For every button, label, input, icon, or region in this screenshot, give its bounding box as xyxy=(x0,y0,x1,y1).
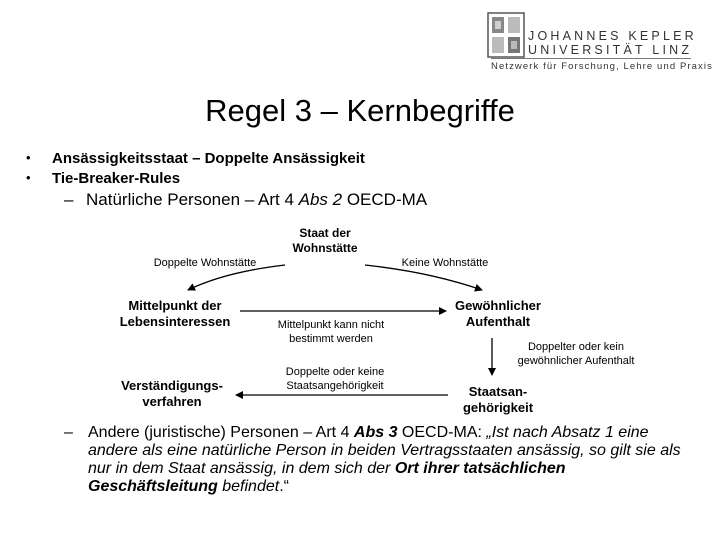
final-text-2: OECD-MA: xyxy=(397,424,487,441)
university-seal-icon xyxy=(487,12,525,58)
diagram-node-verstaendigung: Verständigungs-verfahren xyxy=(121,378,223,409)
sub-item-natural-persons: Natürliche Personen – Art 4 Abs 2 OECD-M… xyxy=(86,190,427,210)
final-quote: „Ist nach Absatz 1 eine andere als eine … xyxy=(88,424,681,477)
arrow-to-mittelpunkt xyxy=(187,264,286,291)
diagram-node-staatsangehoerigkeit: Staatsan-gehörigkeit xyxy=(462,384,534,415)
bullet-item-1: Ansässigkeitsstaat – Doppelte Ansässigke… xyxy=(52,150,365,167)
final-quote-end: befindet xyxy=(217,478,280,495)
sub-item-text: Natürliche Personen – Art 4 xyxy=(86,190,299,209)
final-dash: – xyxy=(64,424,73,441)
diagram-label-keine-wohnstaette: Keine Wohnstätte xyxy=(401,257,489,269)
bullet-marker: • xyxy=(26,150,31,165)
sub-item-dash: – xyxy=(64,190,74,209)
final-ort-geschaeftsleitung: Ort ihrer tatsächlichen Geschäftsleitung xyxy=(88,460,566,495)
diagram-label-doppelte-wohnstaette: Doppelte Wohnstätte xyxy=(153,257,257,269)
diagram-label-mittelpunkt-nicht-bestimmt: Mittelpunkt kann nicht bestimmt werden xyxy=(277,319,385,345)
logo-name-line1: JOHANNES KEPLER xyxy=(528,29,697,43)
sub-item-abs: Abs 2 xyxy=(298,190,343,209)
logo-tagline: Netzwerk für Forschung, Lehre und Praxis xyxy=(491,61,713,72)
diagram-node-mittelpunkt: Mittelpunkt der Lebensinteressen xyxy=(119,298,231,329)
arrow-to-aufenthalt xyxy=(364,264,483,292)
diagram-top-center: Staat der Wohnstätte xyxy=(292,226,358,255)
final-paragraph-juristische-personen: Andere (juristische) Personen – Art 4 Ab… xyxy=(88,424,698,496)
logo-divider xyxy=(491,58,691,59)
bullet-item-2: Tie-Breaker-Rules xyxy=(52,170,181,187)
diagram-node-aufenthalt: Gewöhnlicher Aufenthalt xyxy=(455,298,541,329)
diagram-label-staatsangehoerigkeit: Doppelte oder keine Staatsangehörigkeit xyxy=(285,366,385,392)
final-text-3: .“ xyxy=(279,478,289,495)
final-text-1: Andere (juristische) Personen – Art 4 xyxy=(88,424,354,441)
logo-name-line2: UNIVERSITÄT LINZ xyxy=(528,43,693,57)
slide-title: Regel 3 – Kernbegriffe xyxy=(205,93,515,128)
final-abs3: Abs 3 xyxy=(353,424,398,441)
bullet-marker: • xyxy=(26,170,31,185)
sub-item-text-end: OECD-MA xyxy=(342,190,428,209)
diagram-label-doppelter-aufenthalt: Doppelter oder kein gewöhnlicher Aufenth… xyxy=(517,341,635,367)
